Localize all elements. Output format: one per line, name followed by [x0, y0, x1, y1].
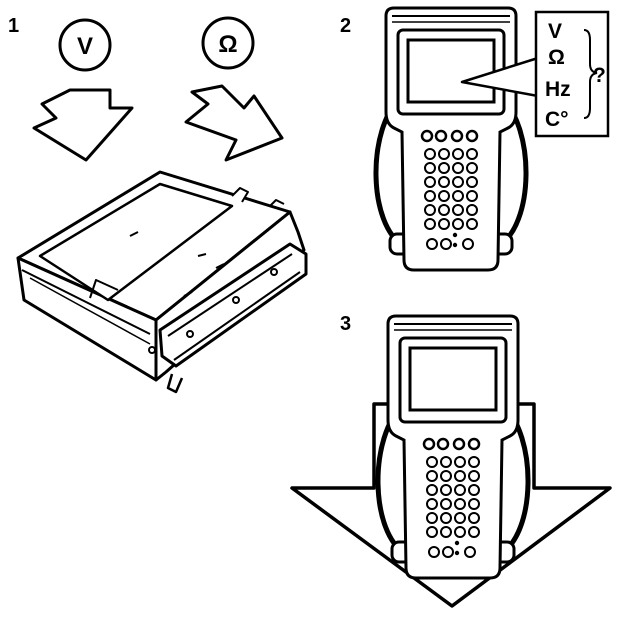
- ohms-meter-symbol: Ω: [201, 16, 255, 70]
- volts-meter-symbol: V: [58, 18, 112, 72]
- measurement-volts: V: [548, 20, 562, 43]
- measurement-ohms: Ω: [548, 46, 565, 69]
- down-right-arrow-icon: [32, 88, 134, 162]
- step-1-number: 1: [8, 15, 19, 37]
- volts-symbol-label: V: [77, 33, 93, 60]
- down-left-arrow-icon: [184, 84, 284, 162]
- ohms-symbol-label: Ω: [218, 31, 237, 58]
- measurement-list-box: V Ω Hz C° ?: [534, 10, 610, 138]
- measurement-query-mark: ?: [593, 64, 606, 87]
- step-2-number: 2: [340, 15, 351, 37]
- control-module-icon: [16, 170, 308, 394]
- scan-tool-icon: [376, 8, 526, 270]
- measurement-celsius: C°: [545, 108, 569, 131]
- measurement-hertz: Hz: [545, 78, 571, 101]
- step-3-number: 3: [340, 313, 351, 335]
